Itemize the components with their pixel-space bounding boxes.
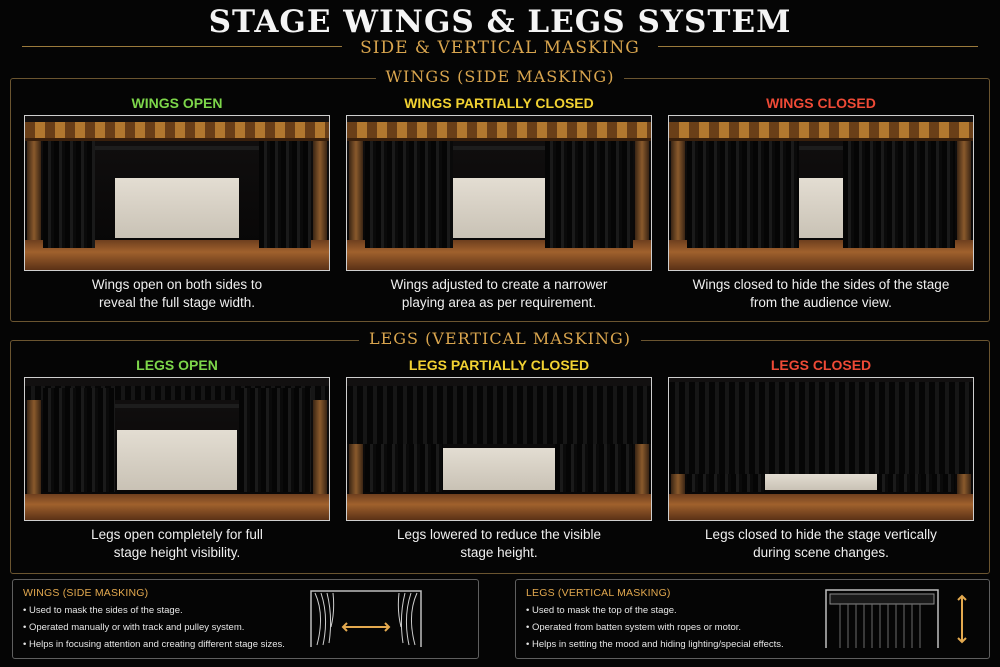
stage-image-wings-partially-closed bbox=[346, 115, 652, 271]
list-item: Operated from batten system with ropes o… bbox=[526, 619, 784, 636]
info-box-wings: WINGS (SIDE MASKING) Used to mask the si… bbox=[12, 579, 479, 659]
list-item: Used to mask the top of the stage. bbox=[526, 602, 784, 619]
stage-image-legs-closed bbox=[668, 377, 974, 521]
wings-panel-heading: WINGS (SIDE MASKING) bbox=[11, 67, 989, 87]
info-bullets: Used to mask the top of the stage. Opera… bbox=[526, 602, 784, 653]
card-label: WINGS CLOSED bbox=[766, 95, 876, 111]
list-item: Operated manually or with track and pull… bbox=[23, 619, 285, 636]
card-legs-partially-closed: LEGS PARTIALLY CLOSED Legs lowered to re… bbox=[346, 357, 652, 562]
card-description: Wings closed to hide the sides of the st… bbox=[692, 277, 950, 310]
horizontal-curtain-arrow-icon bbox=[310, 590, 422, 647]
info-box-legs: LEGS (VERTICAL MASKING) Used to mask the… bbox=[515, 579, 990, 659]
divider-right bbox=[658, 46, 978, 47]
wings-panel: WINGS (SIDE MASKING) WINGS OPEN Wings op… bbox=[10, 67, 990, 322]
card-wings-closed: WINGS CLOSED Wings closed to hide the si… bbox=[668, 95, 974, 312]
list-item: Helps in focusing attention and creating… bbox=[23, 636, 285, 653]
card-label: LEGS PARTIALLY CLOSED bbox=[408, 357, 590, 373]
card-label: LEGS CLOSED bbox=[770, 357, 872, 373]
card-label: WINGS OPEN bbox=[131, 95, 223, 111]
card-label: LEGS OPEN bbox=[136, 357, 218, 373]
legs-panel-heading: LEGS (VERTICAL MASKING) bbox=[11, 329, 989, 349]
list-item: Helps in setting the mood and hiding lig… bbox=[526, 636, 784, 653]
card-description: Legs closed to hide the stage vertically… bbox=[705, 527, 937, 560]
subtitle-row: SIDE & VERTICAL MASKING bbox=[22, 38, 978, 62]
card-label: WINGS PARTIALLY CLOSED bbox=[404, 95, 594, 111]
legs-panel: LEGS (VERTICAL MASKING) LEGS OPEN Legs o… bbox=[10, 329, 990, 574]
divider-left bbox=[22, 46, 342, 47]
info-heading: LEGS (VERTICAL MASKING) bbox=[526, 587, 671, 599]
info-heading: WINGS (SIDE MASKING) bbox=[23, 587, 149, 599]
info-bullets: Used to mask the sides of the stage. Ope… bbox=[23, 602, 285, 653]
stage-image-wings-closed bbox=[668, 115, 974, 271]
vertical-curtain-arrow-icon bbox=[825, 589, 967, 648]
page-title: STAGE WINGS & LEGS SYSTEM bbox=[208, 4, 792, 40]
list-item: Used to mask the sides of the stage. bbox=[23, 602, 285, 619]
page-subtitle: SIDE & VERTICAL MASKING bbox=[360, 38, 640, 58]
stage-image-legs-partially-closed bbox=[346, 377, 652, 521]
card-wings-partially-closed: WINGS PARTIALLY CLOSED Wings adjusted to… bbox=[346, 95, 652, 312]
stage-image-legs-open bbox=[24, 377, 330, 521]
card-legs-closed: LEGS CLOSED Legs closed to hide the stag… bbox=[668, 357, 974, 562]
stage-image-wings-open bbox=[24, 115, 330, 271]
